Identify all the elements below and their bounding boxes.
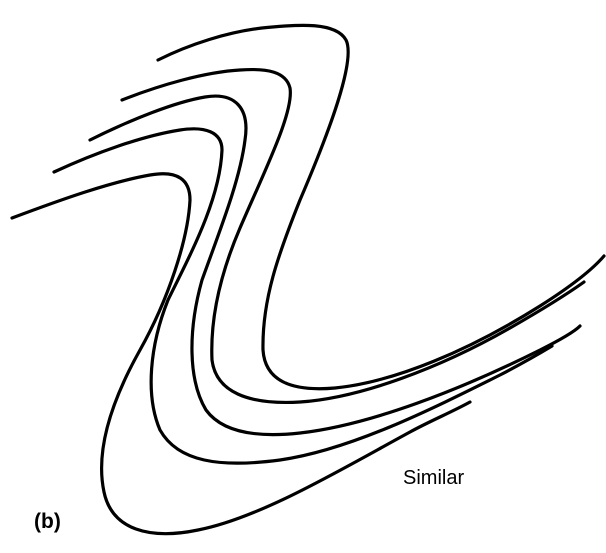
fold-layers xyxy=(12,25,604,533)
fold-type-caption: Similar xyxy=(403,467,464,490)
fold-layer-3 xyxy=(90,96,580,435)
fold-layer-1 xyxy=(158,25,604,388)
panel-label: (b) xyxy=(34,510,61,534)
